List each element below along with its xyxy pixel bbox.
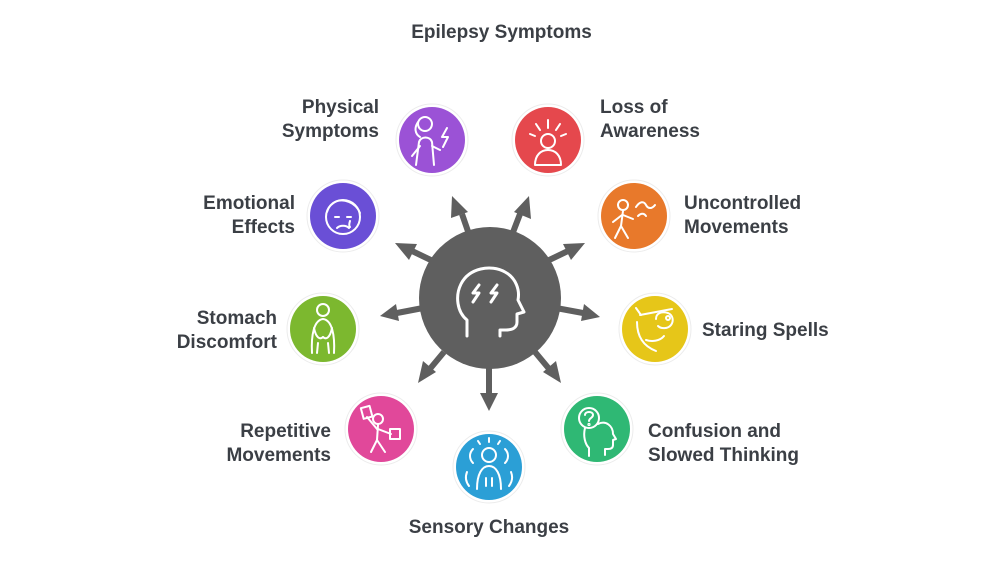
label-line: Stomach xyxy=(196,308,277,329)
label-line: Repetitive xyxy=(240,421,331,442)
person-staring-icon xyxy=(635,307,674,352)
label-line: Slowed Thinking xyxy=(648,445,799,466)
label-line: Sensory Changes xyxy=(408,517,570,538)
label-line: Emotional xyxy=(203,193,295,214)
arrow-sensory-changes xyxy=(480,368,498,411)
label-physical-symptoms: Physical Symptoms xyxy=(282,96,379,144)
person-with-alert-marks-icon xyxy=(529,119,567,166)
node-staring-spells xyxy=(618,292,692,366)
arrow-stomach-discomfort xyxy=(380,304,424,321)
node-stomach-discomfort xyxy=(286,292,360,366)
person-with-lightning-icon xyxy=(411,116,449,166)
label-emotional-effects: Emotional Effects xyxy=(203,192,295,240)
label-line: Confusion and xyxy=(648,421,781,442)
node-loss-of-awareness xyxy=(511,103,585,177)
label-loss-of-awareness: Loss of Awareness xyxy=(600,96,700,144)
label-confusion-and-slowed-thinking: Confusion and Slowed Thinking xyxy=(648,420,799,468)
label-line: Awareness xyxy=(600,121,700,142)
diagram-title: Epilepsy Symptoms xyxy=(411,22,592,43)
node-uncontrolled-movements xyxy=(597,179,671,253)
head-with-lightning-icon xyxy=(456,266,526,338)
crying-face-icon xyxy=(325,199,361,235)
label-line: Symptoms xyxy=(281,121,379,142)
center-hub xyxy=(419,227,561,369)
arrow-uncontrolled-movements xyxy=(543,243,585,265)
label-line: Movements xyxy=(684,217,789,238)
person-shaking-icon xyxy=(612,199,656,239)
label-line: Staring Spells xyxy=(702,320,829,341)
label-line: Physical xyxy=(301,97,379,118)
label-stomach-discomfort: Stomach Discomfort xyxy=(177,307,277,355)
node-emotional-effects xyxy=(306,179,380,253)
person-waving-papers-icon xyxy=(359,404,401,453)
head-with-question-mark-icon xyxy=(578,407,617,457)
label-line: Loss of xyxy=(600,97,668,118)
label-line: Discomfort xyxy=(176,332,277,353)
label-repetitive-movements: Repetitive Movements xyxy=(226,420,331,468)
label-line: Uncontrolled xyxy=(684,193,802,214)
node-repetitive-movements xyxy=(344,392,418,466)
label-sensory-changes: Sensory Changes xyxy=(389,516,589,540)
label-staring-spells: Staring Spells xyxy=(702,319,829,343)
person-with-senses-icon xyxy=(464,437,514,490)
label-line: Effects xyxy=(231,217,295,238)
arrow-emotional-effects xyxy=(395,243,437,265)
arrow-staring-spells xyxy=(555,304,600,321)
node-sensory-changes xyxy=(452,430,526,504)
node-physical-symptoms xyxy=(395,103,469,177)
person-holding-stomach-icon xyxy=(310,303,336,354)
label-uncontrolled-movements: Uncontrolled Movements xyxy=(684,192,801,240)
label-line: Movements xyxy=(226,445,331,466)
arrows xyxy=(380,196,600,411)
node-confusion-and-slowed-thinking xyxy=(560,392,634,466)
arrow-confusion xyxy=(532,350,561,383)
arrow-repetitive-movements xyxy=(418,350,447,383)
